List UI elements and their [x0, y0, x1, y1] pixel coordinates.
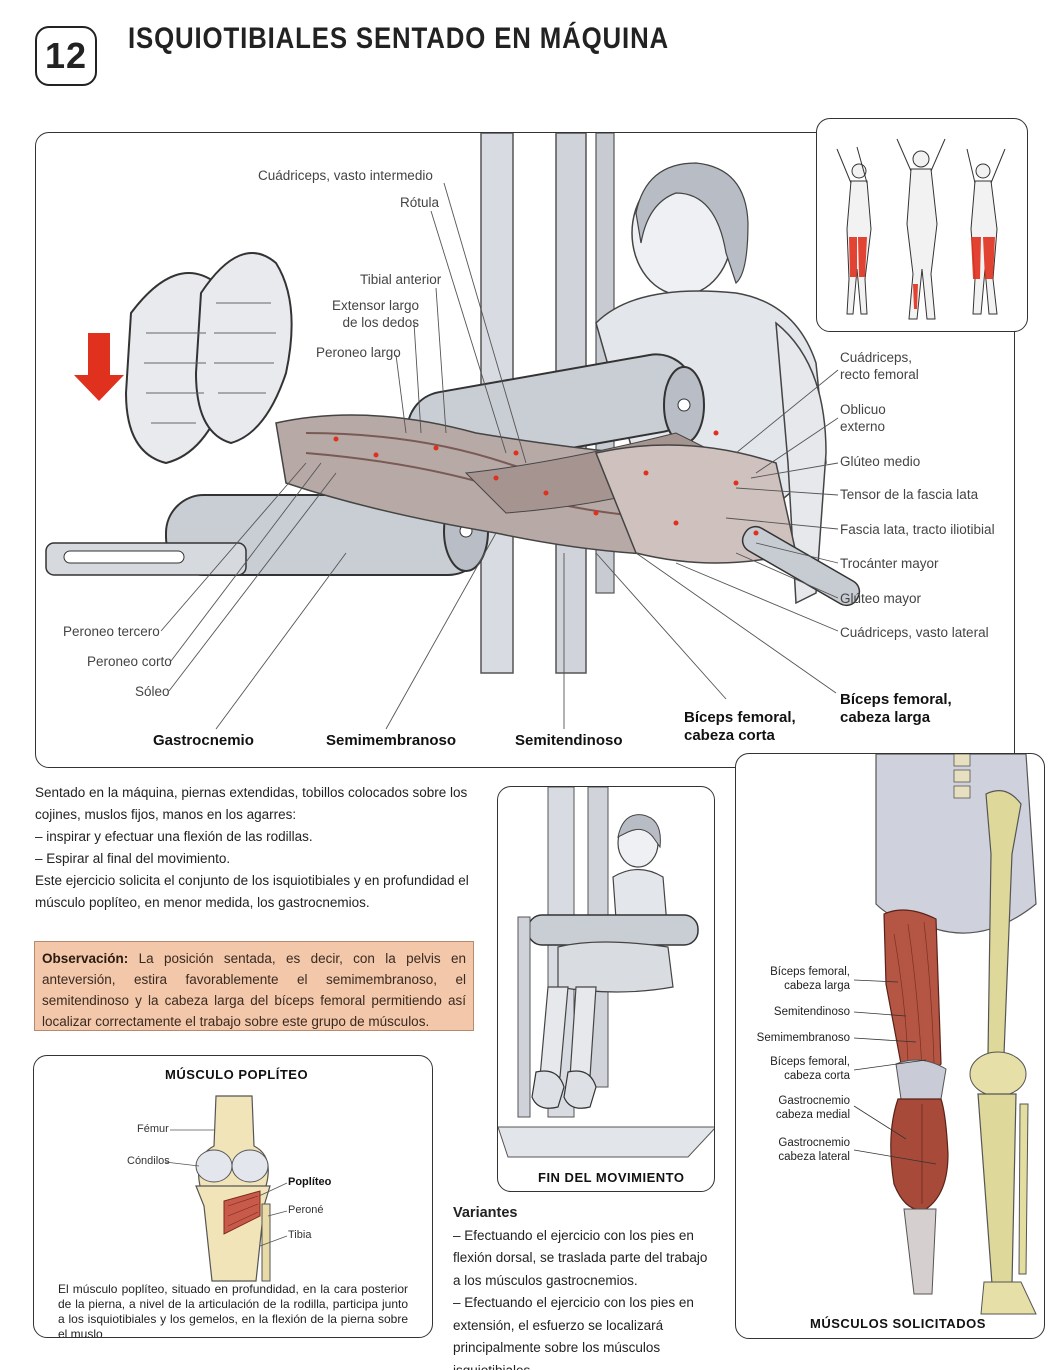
observation-box: Observación: La posición sentada, es dec…: [34, 941, 474, 1031]
label-patella: Rótula: [400, 195, 440, 210]
muscles-solicited-panel: Bíceps femoral, cabeza larga Semitendino…: [735, 753, 1045, 1339]
popliteus-title: MÚSCULO POPLÍTEO: [165, 1067, 309, 1082]
label-gastrocnemius-medial-head: Gastrocnemio cabeza medial: [775, 1095, 850, 1121]
label-gluteus-medius: Glúteo medio: [840, 454, 921, 469]
label-biceps-femoris-short-head: Bíceps femoral, cabeza corta: [684, 709, 796, 744]
muscle-overview-figures-panel: [816, 118, 1028, 332]
label-biceps-femoris-short-head-small: Bíceps femoral, cabeza corta: [770, 1056, 850, 1082]
end-of-movement-panel: FIN DEL MOVIMIENTO: [497, 786, 715, 1192]
description-outro: Este ejercicio solicita el conjunto de l…: [35, 873, 469, 910]
label-biceps-femoris-long-head-small: Bíceps femoral, cabeza larga: [770, 966, 850, 992]
label-iliotibial-tract: Fascia lata, tracto iliotibial: [840, 522, 995, 537]
label-quadriceps-vastus-intermedius: Cuádriceps, vasto intermedio: [258, 168, 433, 183]
muscle-overview-figures: [836, 138, 1006, 320]
label-femur: Fémur: [137, 1123, 169, 1135]
label-gastrocnemius-lateral-head: Gastrocnemio cabeza lateral: [778, 1137, 850, 1163]
description-step-2: – Espirar al final del movimiento.: [35, 851, 231, 866]
label-tibia: Tibia: [288, 1229, 312, 1241]
label-vastus-lateralis: Cuádriceps, vasto lateral: [840, 625, 989, 640]
label-peroneus-longus: Peroneo largo: [316, 345, 401, 360]
label-peroneus-tertius: Peroneo tercero: [63, 624, 160, 639]
label-tensor-fasciae-latae: Tensor de la fascia lata: [840, 487, 979, 502]
label-gastrocnemius: Gastrocnemio: [153, 732, 254, 749]
label-semimembranosus-small: Semimembranoso: [756, 1032, 850, 1044]
exercise-number-badge: 12: [35, 26, 97, 86]
label-gluteus-maximus: Glúteo mayor: [840, 591, 922, 606]
posterior-leg-anatomy-illustration: [853, 754, 1037, 1315]
label-peroneus-brevis: Peroneo corto: [87, 654, 172, 669]
description-intro: Sentado en la máquina, piernas extendida…: [35, 785, 468, 822]
variants-section: Variantes – Efectuando el ejercicio con …: [453, 1202, 717, 1370]
variant-item-1: – Efectuando el ejercicio con los pies e…: [453, 1227, 708, 1288]
label-soleus: Sóleo: [135, 684, 170, 699]
variants-title: Variantes: [453, 1205, 518, 1221]
observation-text: La posición sentada, es decir, con la pe…: [42, 951, 466, 1029]
label-popliteus: Poplíteo: [288, 1176, 332, 1188]
page-title: ISQUIOTIBIALES SENTADO EN MÁQUINA: [128, 22, 670, 55]
end-of-movement-caption: FIN DEL MOVIMIENTO: [538, 1170, 685, 1185]
description-step-1: – inspirar y efectuar una flexión de las…: [35, 829, 313, 844]
label-biceps-femoris-long-head: Bíceps femoral, cabeza larga: [840, 691, 952, 726]
label-semitendinosus-small: Semitendinoso: [773, 1006, 850, 1018]
label-fibula: Peroné: [288, 1204, 324, 1216]
variant-item-2: – Efectuando el ejercicio con los pies e…: [453, 1295, 694, 1370]
knee-joint-illustration: [164, 1095, 288, 1282]
exercise-description: Sentado en la máquina, piernas extendida…: [35, 782, 477, 914]
exercise-number: 12: [44, 35, 88, 76]
label-greater-trochanter: Trocánter mayor: [840, 556, 939, 571]
label-extensor-digitorum-longus: Extensor largo de los dedos: [332, 298, 420, 330]
end-of-movement-illustration: [498, 787, 714, 1158]
label-semitendinosus: Semitendinoso: [515, 732, 623, 749]
muscles-solicited-caption: MÚSCULOS SOLICITADOS: [810, 1316, 986, 1331]
observation-label: Observación:: [42, 951, 129, 966]
label-rectus-femoris: Cuádriceps, recto femoral: [840, 350, 919, 382]
label-external-oblique: Oblicuo externo: [840, 402, 886, 434]
label-semimembranosus: Semimembranoso: [326, 732, 457, 749]
seated-leg-curl-illustration: [45, 133, 861, 730]
label-condyles: Cóndilos: [127, 1155, 170, 1167]
popliteus-description: El músculo poplíteo, situado en profundi…: [58, 1282, 408, 1338]
popliteus-panel: MÚSCULO POPLÍTEO Fémur Cóndilos Poplíteo…: [33, 1055, 433, 1338]
label-tibialis-anterior: Tibial anterior: [360, 272, 442, 287]
